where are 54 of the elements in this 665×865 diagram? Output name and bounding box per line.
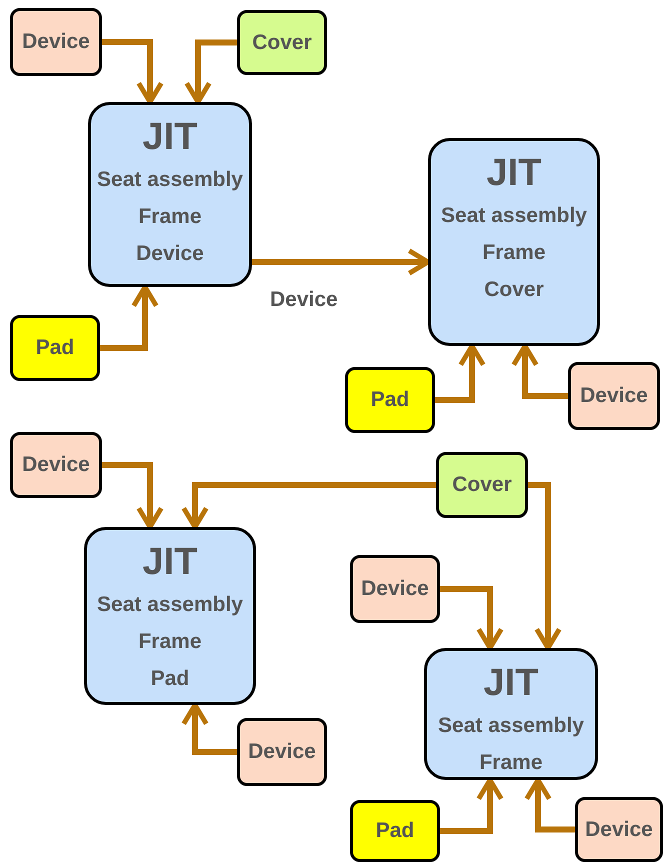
box-title: JIT <box>484 661 538 706</box>
arrow <box>511 344 568 399</box>
part-box <box>237 718 327 786</box>
box-text: Device <box>136 241 204 267</box>
box-title: JIT <box>142 115 198 160</box>
process-box <box>88 102 252 287</box>
part-box <box>10 432 102 498</box>
box-text: Device <box>248 739 316 766</box>
process-box <box>84 527 256 705</box>
arrow <box>184 40 237 104</box>
box-text: Device <box>361 576 429 602</box>
box-text: Frame <box>138 204 202 230</box>
box-text: Frame <box>482 240 546 266</box>
box-text: Pad <box>376 818 414 844</box>
arrow <box>524 778 575 832</box>
box-text: Cover <box>452 472 512 498</box>
part-box <box>345 367 435 433</box>
box-text: Seat assembly <box>438 713 584 739</box>
arrow <box>440 778 504 834</box>
process-box <box>428 138 600 346</box>
box-text: Device <box>580 383 648 410</box>
part-box <box>237 10 327 75</box>
arrow <box>181 702 237 755</box>
process-box <box>424 648 598 780</box>
part-box <box>10 315 100 381</box>
box-title: JIT <box>486 151 542 196</box>
arrow <box>102 462 164 530</box>
box-text: Cover <box>252 30 312 56</box>
part-box <box>436 452 528 518</box>
box-text: Pad <box>150 666 190 692</box>
box-text: Device <box>585 816 653 843</box>
box-text: Pad <box>370 387 410 414</box>
box-text: Frame <box>479 750 543 776</box>
part-box <box>568 362 660 430</box>
box-text: Frame <box>138 629 202 655</box>
box-title: JIT <box>142 540 198 585</box>
box-text: Device <box>22 452 90 478</box>
part-box <box>10 8 102 76</box>
arrow <box>440 586 504 650</box>
arrow <box>102 39 164 104</box>
box-text: Seat assembly <box>97 167 243 193</box>
arrow <box>528 482 562 650</box>
box-text: Seat assembly <box>441 203 587 229</box>
box-text: Device <box>22 29 90 56</box>
box-text: Pad <box>36 335 74 362</box>
box-text: Cover <box>484 277 544 303</box>
part-box <box>350 800 440 862</box>
box-text: Seat assembly <box>97 592 243 618</box>
part-box <box>575 797 663 862</box>
part-box <box>350 555 440 623</box>
arrow <box>435 344 486 403</box>
arrow <box>100 284 159 351</box>
arrow <box>181 482 436 530</box>
arrow <box>252 248 430 276</box>
